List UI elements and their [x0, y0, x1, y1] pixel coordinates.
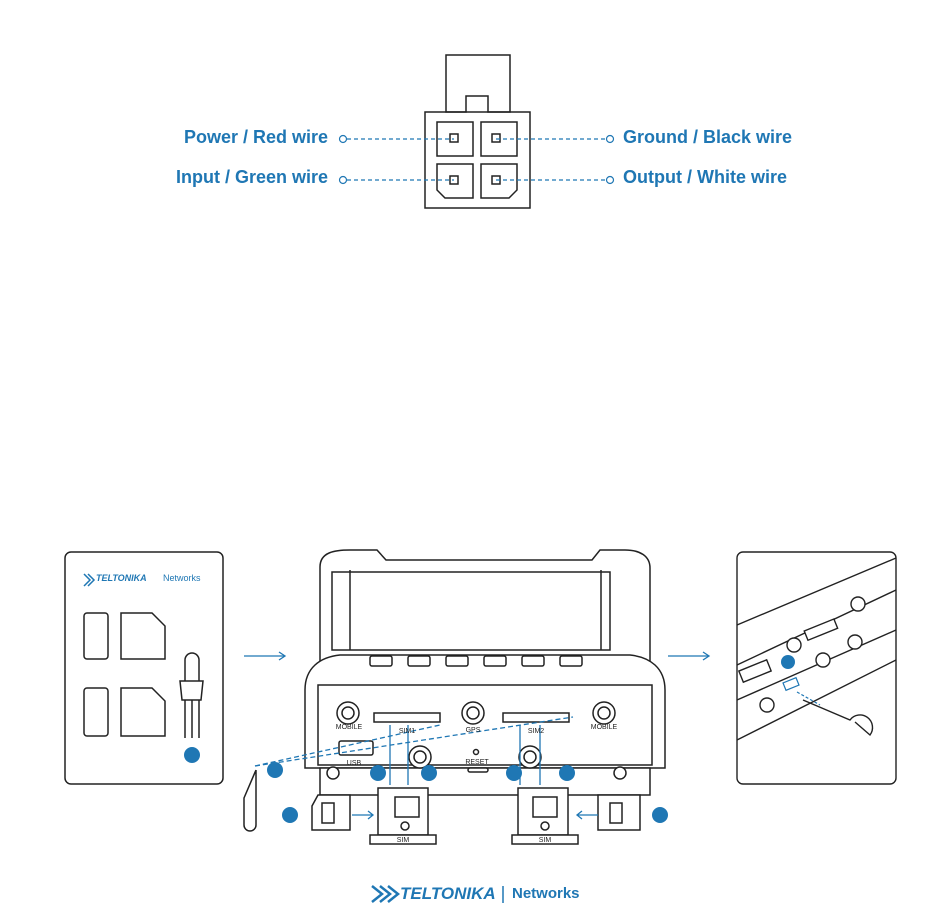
- label-usb: USB: [347, 760, 362, 767]
- four-pin-connector: [425, 55, 530, 208]
- label-reset: RESET: [465, 759, 489, 766]
- wire-leader-lines: [340, 136, 614, 184]
- footer-brand-networks: Networks: [512, 885, 580, 902]
- step-dot-detail: [781, 655, 795, 669]
- teltonika-logo-icon: [372, 886, 398, 902]
- label-sim-tray-left: SIM: [397, 837, 410, 844]
- label-mobile-left: MOBILE: [336, 724, 363, 731]
- label-mobile-right: MOBILE: [591, 724, 618, 731]
- footer-brand-teltonika: TELTONIKA: [400, 884, 496, 904]
- label-gps: GPS: [466, 727, 481, 734]
- step-dot-1: [184, 747, 200, 763]
- sim-card-pack-illustration: [65, 552, 223, 784]
- card-brand-teltonika: TELTONIKA: [96, 573, 147, 583]
- label-sim1: SIM1: [399, 728, 415, 735]
- device-perspective-detail: [737, 552, 896, 784]
- label-sim-tray-right: SIM: [539, 837, 552, 844]
- card-brand-networks: Networks: [163, 573, 201, 583]
- label-sim2: SIM2: [528, 728, 544, 735]
